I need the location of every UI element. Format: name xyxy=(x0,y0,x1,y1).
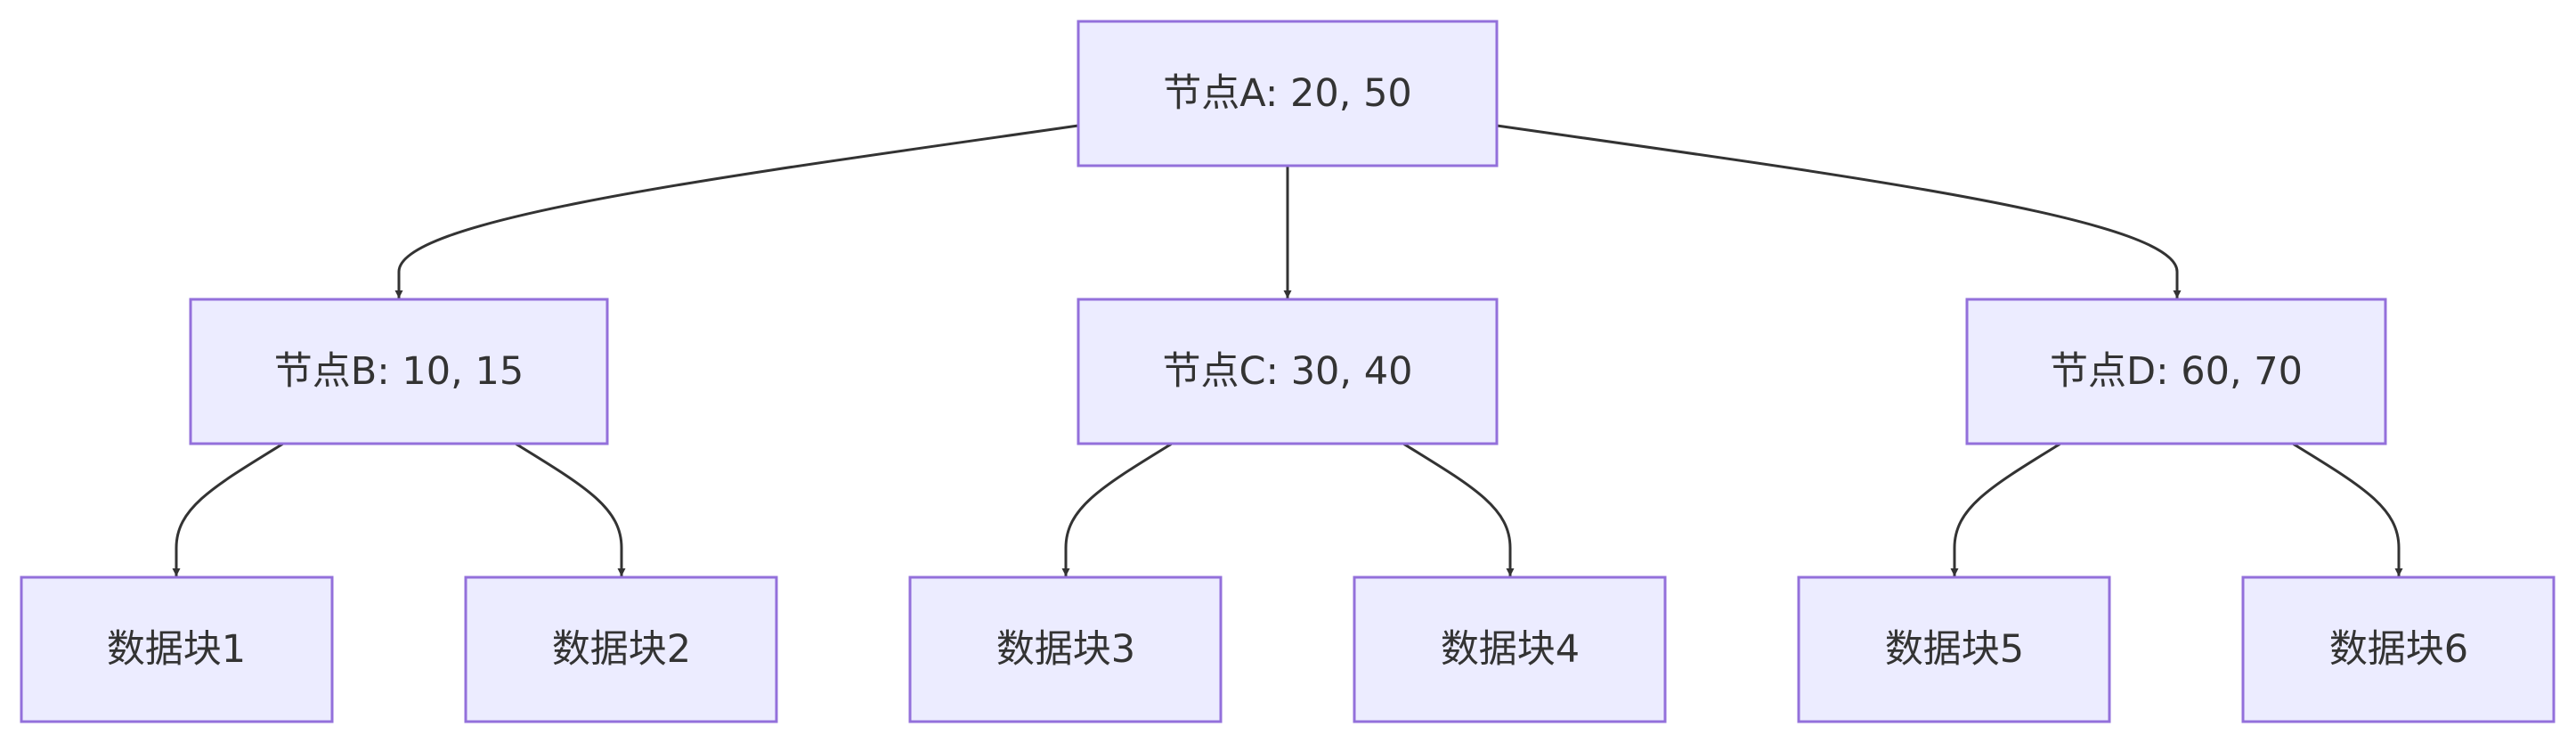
edge-b-to-block2 xyxy=(515,442,626,576)
node-c-box xyxy=(1077,298,1499,445)
block1-label: 数据块1 xyxy=(107,627,246,672)
node-block5: 数据块5 xyxy=(1797,576,2111,723)
block4-box xyxy=(1353,576,1667,723)
edge-a-to-b xyxy=(394,124,1079,298)
edges xyxy=(172,124,2403,576)
edge-b-to-block1 xyxy=(172,442,284,576)
block1-box xyxy=(20,576,334,723)
block3-label: 数据块3 xyxy=(996,627,1135,672)
edge-a-to-d xyxy=(1496,124,2182,298)
block3-box xyxy=(908,576,1223,723)
node-b-box xyxy=(189,298,609,445)
node-block4: 数据块4 xyxy=(1353,576,1667,723)
node-c-label: 节点C: 30, 40 xyxy=(1163,349,1413,394)
node-block3: 数据块3 xyxy=(908,576,1223,723)
node-b: 节点B: 10, 15 xyxy=(189,298,609,445)
node-c: 节点C: 30, 40 xyxy=(1077,298,1499,445)
block6-label: 数据块6 xyxy=(2329,627,2468,672)
block4-label: 数据块4 xyxy=(1441,627,1580,672)
block2-label: 数据块2 xyxy=(552,627,691,672)
node-d-box xyxy=(1965,298,2387,445)
block6-box xyxy=(2241,576,2556,723)
block5-label: 数据块5 xyxy=(1885,627,2024,672)
block5-box xyxy=(1797,576,2111,723)
edge-d-to-block5 xyxy=(1950,442,2061,576)
node-block2: 数据块2 xyxy=(464,576,778,723)
node-a-label: 节点A: 20, 50 xyxy=(1163,71,1412,116)
node-a: 节点A: 20, 50 xyxy=(1077,20,1499,167)
node-block1: 数据块1 xyxy=(20,576,334,723)
edge-d-to-block6 xyxy=(2292,442,2403,576)
node-b-label: 节点B: 10, 15 xyxy=(274,349,524,394)
node-a-box xyxy=(1077,20,1499,167)
edge-c-to-block4 xyxy=(1402,442,1515,576)
node-d-label: 节点D: 60, 70 xyxy=(2050,349,2303,394)
node-block6: 数据块6 xyxy=(2241,576,2556,723)
block2-box xyxy=(464,576,778,723)
edge-c-to-block3 xyxy=(1061,442,1173,576)
node-d: 节点D: 60, 70 xyxy=(1965,298,2387,445)
